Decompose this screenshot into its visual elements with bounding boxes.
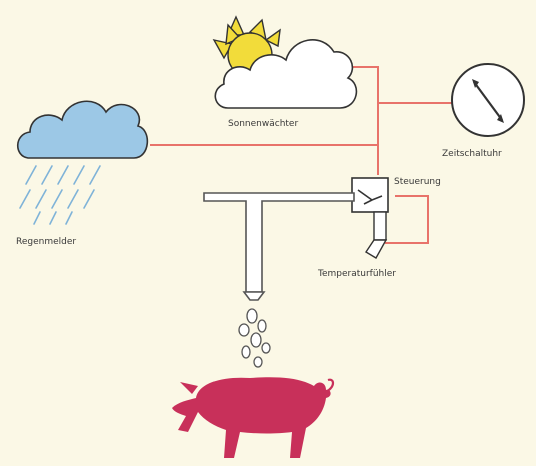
clock-hand-tip xyxy=(472,79,479,88)
sensor-tip xyxy=(365,239,388,259)
wire-sun-to-bus xyxy=(345,66,379,175)
control-unit xyxy=(351,177,389,213)
control-label: Steuerung xyxy=(394,177,441,187)
sensor-stem xyxy=(373,211,387,241)
pig-body xyxy=(172,377,331,458)
sun-cloud-shape xyxy=(214,39,358,109)
water-mist-icon xyxy=(238,308,271,368)
clock-hand xyxy=(473,81,503,121)
clock-dial-icon xyxy=(451,63,525,137)
signal-wires xyxy=(150,66,452,244)
sun-behind-cloud-icon xyxy=(212,15,358,109)
pig-tail xyxy=(325,378,335,393)
rain-sensor-label: Regenmelder xyxy=(16,237,76,247)
sun-sensor-label: Sonnenwächter xyxy=(228,119,298,129)
wire-temperature-loop xyxy=(385,195,429,244)
timer-label: Zeitschaltuhr xyxy=(442,149,502,159)
pig-icon xyxy=(172,377,335,458)
rain-cloud-icon xyxy=(16,100,149,225)
temperature-sensor-label: Temperaturfühler xyxy=(317,269,396,279)
pipe-nozzle xyxy=(242,291,266,301)
control-box xyxy=(351,177,389,213)
rain-drops xyxy=(19,165,101,225)
water-pipe xyxy=(203,192,355,301)
rain-cloud-shape xyxy=(16,100,149,159)
pig-ear xyxy=(180,382,198,394)
switch-icon xyxy=(357,189,383,205)
clock-hand-tail xyxy=(497,114,504,123)
temperature-sensor xyxy=(365,211,388,259)
